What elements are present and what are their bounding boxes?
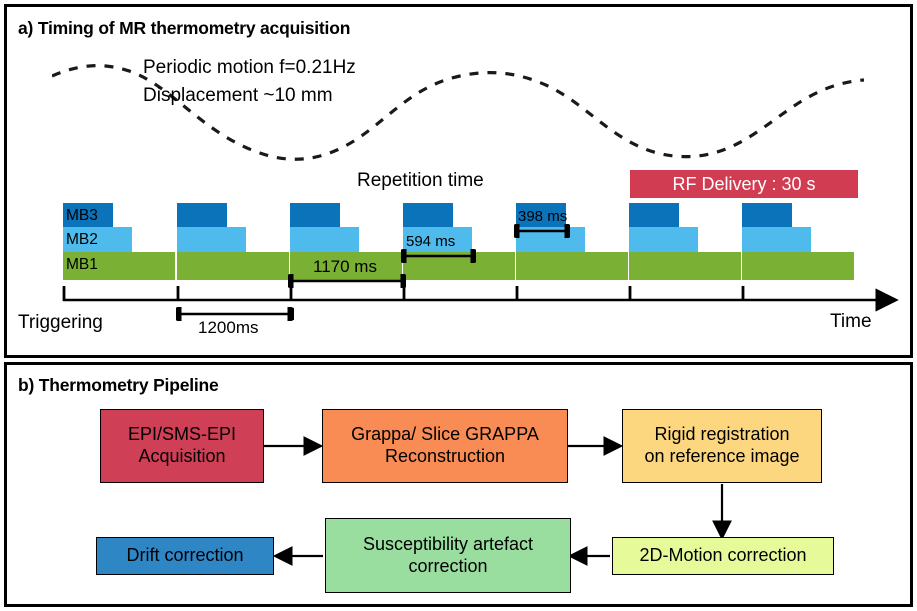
rf-delivery-banner: RF Delivery : 30 s [630,170,858,198]
duration-label-594ms: 594 ms [406,233,456,250]
panel-b-title: b) Thermometry Pipeline [18,375,219,395]
mb2-block [63,227,132,252]
duration-arrow-594ms [401,249,476,263]
mb3-block [290,203,340,227]
duration-label-398ms: 398 ms [518,208,568,225]
triggering-label: Triggering [18,312,103,333]
mb2-block [290,227,359,252]
mb2-block [177,227,246,252]
duration-arrow-398ms [514,224,570,238]
duration-arrow-1170ms [288,274,406,288]
mb3-block [177,203,227,227]
mb3-block [742,203,792,227]
band-label-mb1: MB1 [66,256,98,273]
mb3-block [403,203,453,227]
periodic-motion-curve [52,64,864,161]
duration-arrow-1200ms [176,307,294,321]
mb1-block [516,252,628,280]
mb3-block [629,203,679,227]
mb2-block [403,227,472,252]
pipeline-box-motion-correction[interactable]: 2D-Motion correction [612,537,834,575]
repetition-time-label: Repetition time [357,170,484,191]
duration-label-1200ms: 1200ms [198,318,259,337]
mb1-block [742,252,854,280]
mb3-block [516,203,566,227]
motion-displacement-note: Displacement ~10 mm [143,85,333,106]
panel-a-title: a) Timing of MR thermometry acquisition [18,18,351,38]
duration-label-1170ms: 1170 ms [313,257,377,276]
band-label-mb3: MB3 [66,207,98,224]
motion-frequency-note: Periodic motion f=0.21Hz [143,57,356,78]
band-label-mb2: MB2 [66,231,98,248]
time-axis-label: Time [830,311,872,332]
mb1-block [63,252,175,280]
mb1-block [177,252,289,280]
mb2-block [742,227,811,252]
pipeline-box-drift-correction[interactable]: Drift correction [96,537,274,575]
mb2-block [629,227,698,252]
mb1-block [629,252,741,280]
mb3-block [63,203,113,227]
